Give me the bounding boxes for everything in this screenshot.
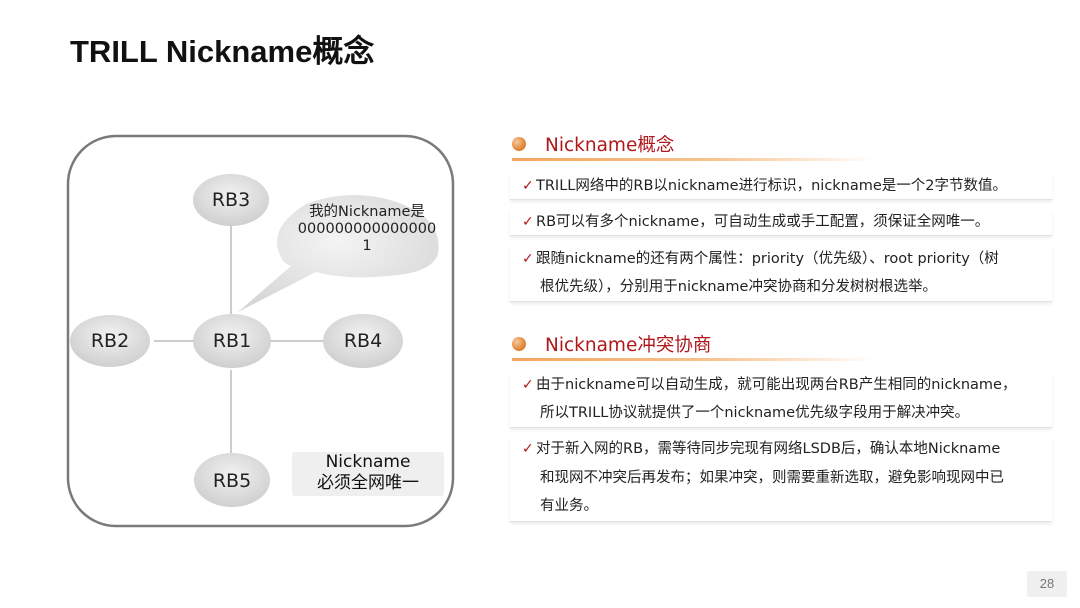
topology-diagram: RB3 RB2 RB1 RB4 RB5 我的Nickname是 00000000… — [66, 134, 455, 528]
bubble-line: 000000000000000 — [297, 221, 437, 237]
bullet-box — [510, 246, 1052, 302]
speech-bubble — [238, 195, 439, 312]
bullet-box — [510, 372, 1052, 428]
note-box — [292, 452, 444, 496]
check-icon: ✓ — [522, 441, 534, 457]
node-label-rb2: RB2 — [90, 330, 130, 352]
bubble-line: 我的Nickname是 — [309, 204, 425, 220]
section-title: Nickname概念 — [545, 135, 675, 156]
note-line: Nickname — [325, 452, 411, 472]
topology-graphics — [66, 134, 455, 528]
node-rb2 — [70, 315, 150, 367]
bullet-continuation: 所以TRILL协议就提供了一个nickname优先级字段用于解决冲突。 — [540, 405, 970, 421]
check-icon: ✓ — [522, 214, 534, 230]
page-number: 28 — [1027, 571, 1067, 597]
bubble-line: 1 — [362, 238, 372, 254]
check-icon: ✓ — [522, 251, 534, 267]
bullet-item: ✓跟随nickname的还有两个属性：priority（优先级）、root pr… — [512, 245, 1052, 273]
node-rb3 — [193, 174, 269, 226]
bullet-continuation: 有业务。 — [540, 498, 598, 514]
section-title: Nickname冲突协商 — [545, 335, 712, 356]
bullet-dot-icon — [512, 137, 526, 151]
node-label-rb1: RB1 — [212, 330, 252, 352]
bullet-dot-icon — [512, 337, 526, 351]
section-header-nickname-concept: Nickname概念 — [512, 131, 674, 157]
node-rb1 — [193, 314, 271, 368]
bullet-item: ✓对于新入网的RB，需等待同步完现有网络LSDB后，确认本地Nickname — [512, 435, 1052, 463]
section-underline — [512, 158, 876, 161]
bullet-box — [510, 436, 1052, 522]
node-label-rb4: RB4 — [343, 330, 383, 352]
bullet-item: ✓RB可以有多个nickname，可自动生成或手工配置，须保证全网唯一。 — [512, 208, 1052, 236]
page-title: TRILL Nickname概念 — [70, 34, 375, 69]
section-header-nickname-conflict: Nickname冲突协商 — [512, 331, 711, 357]
bullet-box — [510, 210, 1052, 236]
bullet-item: ✓TRILL网络中的RB以nickname进行标识，nickname是一个2字节… — [512, 172, 1052, 200]
bullet-box — [510, 174, 1052, 200]
node-label-rb5: RB5 — [212, 470, 252, 492]
node-rb5 — [194, 453, 270, 507]
bubble-text: 我的Nickname是 000000000000000 1 — [292, 204, 442, 255]
check-icon: ✓ — [522, 178, 534, 194]
bullet-item: ✓由于nickname可以自动生成，就可能出现两台RB产生相同的nickname… — [512, 371, 1052, 399]
bullet-continuation: 根优先级），分别用于nickname冲突协商和分发树树根选举。 — [540, 279, 937, 295]
note-text: Nickname 必须全网唯一 — [292, 452, 444, 494]
check-icon: ✓ — [522, 377, 534, 393]
node-label-rb3: RB3 — [211, 189, 251, 211]
section-underline — [512, 358, 876, 361]
node-rb4 — [323, 314, 403, 368]
note-line: 必须全网唯一 — [317, 473, 419, 493]
bullet-continuation: 和现网不冲突后再发布；如果冲突，则需要重新选取，避免影响现网中已 — [540, 470, 1004, 486]
